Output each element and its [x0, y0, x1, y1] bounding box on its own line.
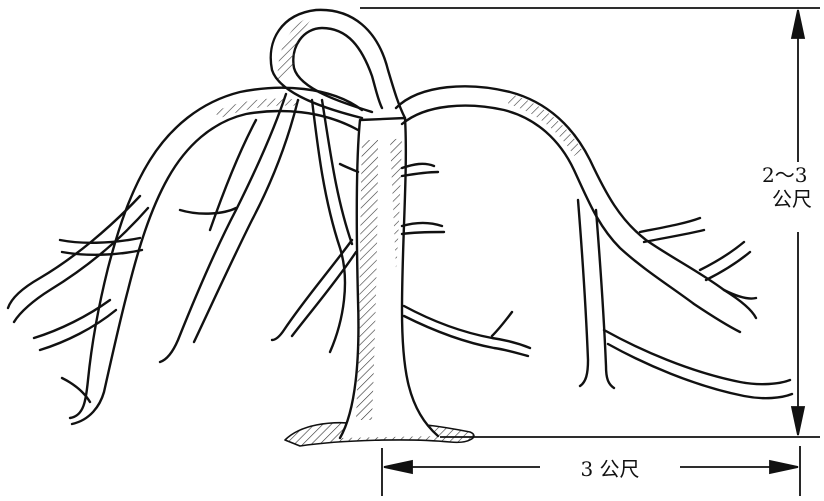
left-branch-3	[60, 238, 140, 243]
right-low-branch-b	[404, 316, 528, 356]
inner-left-hang-b	[194, 100, 298, 342]
left-branch-5	[180, 208, 236, 214]
twig-mid-b	[402, 232, 444, 234]
right-upper-twig	[640, 218, 700, 232]
left-branch-2b	[40, 310, 116, 350]
tree-illustration	[8, 10, 792, 446]
right-mid-twig-b	[706, 252, 750, 280]
left-bough-bottom	[72, 111, 358, 424]
height-label-line2: 公尺	[772, 187, 812, 211]
height-label-line1: 2～3	[762, 163, 807, 187]
width-arrow-right	[770, 461, 798, 473]
left-bough-shading	[214, 99, 300, 119]
right-bough-shading	[508, 94, 582, 156]
inner-left-hang	[160, 94, 286, 362]
right-bough-top	[396, 86, 756, 318]
right-low-twig	[492, 312, 512, 336]
right-upper-twig-b	[644, 230, 704, 242]
right-hang	[578, 200, 588, 386]
width-label: 3 公尺	[580, 457, 639, 481]
twig-left-mid	[340, 164, 358, 172]
height-arrow-top	[792, 10, 804, 38]
twig-upper-b	[402, 172, 438, 176]
twig-mid	[402, 223, 442, 226]
twig-upper	[402, 164, 434, 168]
left-branch-1b	[14, 208, 148, 322]
left-branch-1	[8, 196, 140, 308]
inner-branch-left-low-b	[292, 252, 356, 336]
width-arrow-left	[384, 461, 412, 473]
right-mid-twig	[700, 242, 744, 270]
height-arrow-bottom	[792, 407, 804, 435]
trunk	[340, 118, 438, 438]
